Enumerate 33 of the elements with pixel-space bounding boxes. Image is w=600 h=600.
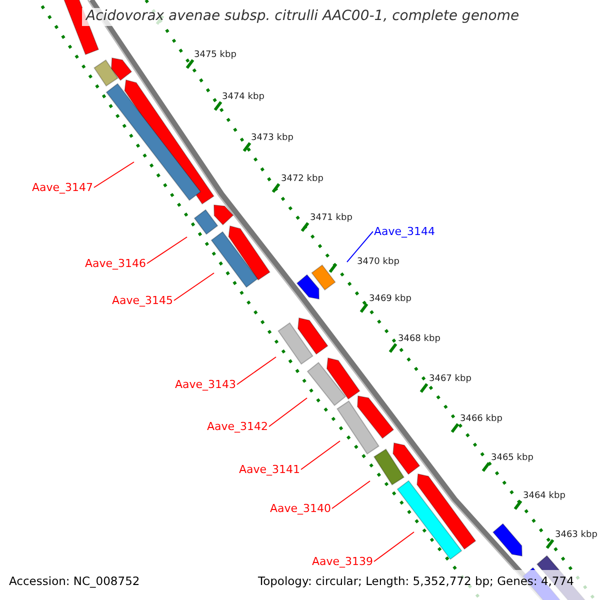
leader-line xyxy=(300,440,340,470)
gene-label: Aave_3140 xyxy=(270,503,331,514)
leader-line xyxy=(332,480,370,509)
scale-label: 3466 kbp xyxy=(460,415,502,424)
leader-line xyxy=(236,356,276,385)
scale-label: 3463 kbp xyxy=(555,531,598,540)
leader-line xyxy=(174,272,214,301)
scale-label: 3475 kbp xyxy=(194,51,236,60)
scale-label: 3468 kbp xyxy=(398,335,440,344)
scale-label: 3470 kbp xyxy=(357,258,400,267)
gene-label: Aave_3147 xyxy=(32,182,93,193)
leader-line xyxy=(94,162,134,188)
leader-line xyxy=(374,532,414,562)
leader-line xyxy=(146,236,188,264)
scale-label: 3473 kbp xyxy=(251,134,294,143)
gene-label: Aave_3145 xyxy=(112,295,173,306)
scale-label: 3469 kbp xyxy=(369,295,412,304)
scale-label: 3467 kbp xyxy=(429,375,472,384)
scale-label: 3464 kbp xyxy=(523,492,566,501)
gene-label: Aave_3143 xyxy=(174,379,236,390)
genome-info-text: Topology: circular; Length: 5,352,772 bp; Genes: 4,774 xyxy=(258,576,574,588)
accession-text: Accession: NC_008752 xyxy=(9,576,140,588)
gene-label: Aave_3146 xyxy=(84,258,146,269)
gene-label: Aave_3139 xyxy=(312,556,373,567)
gene-label: Aave_3142 xyxy=(206,421,268,432)
scale-label: 3471 kbp xyxy=(310,214,352,223)
leader-line xyxy=(346,231,374,262)
gene-label: Aave_3144 xyxy=(374,226,435,237)
leader-line xyxy=(268,398,308,427)
scale-label: 3472 kbp xyxy=(281,175,324,184)
scale-label: 3474 kbp xyxy=(222,93,264,102)
gene-label: Aave_3141 xyxy=(238,464,300,475)
scale-label: 3465 kbp xyxy=(491,454,534,463)
